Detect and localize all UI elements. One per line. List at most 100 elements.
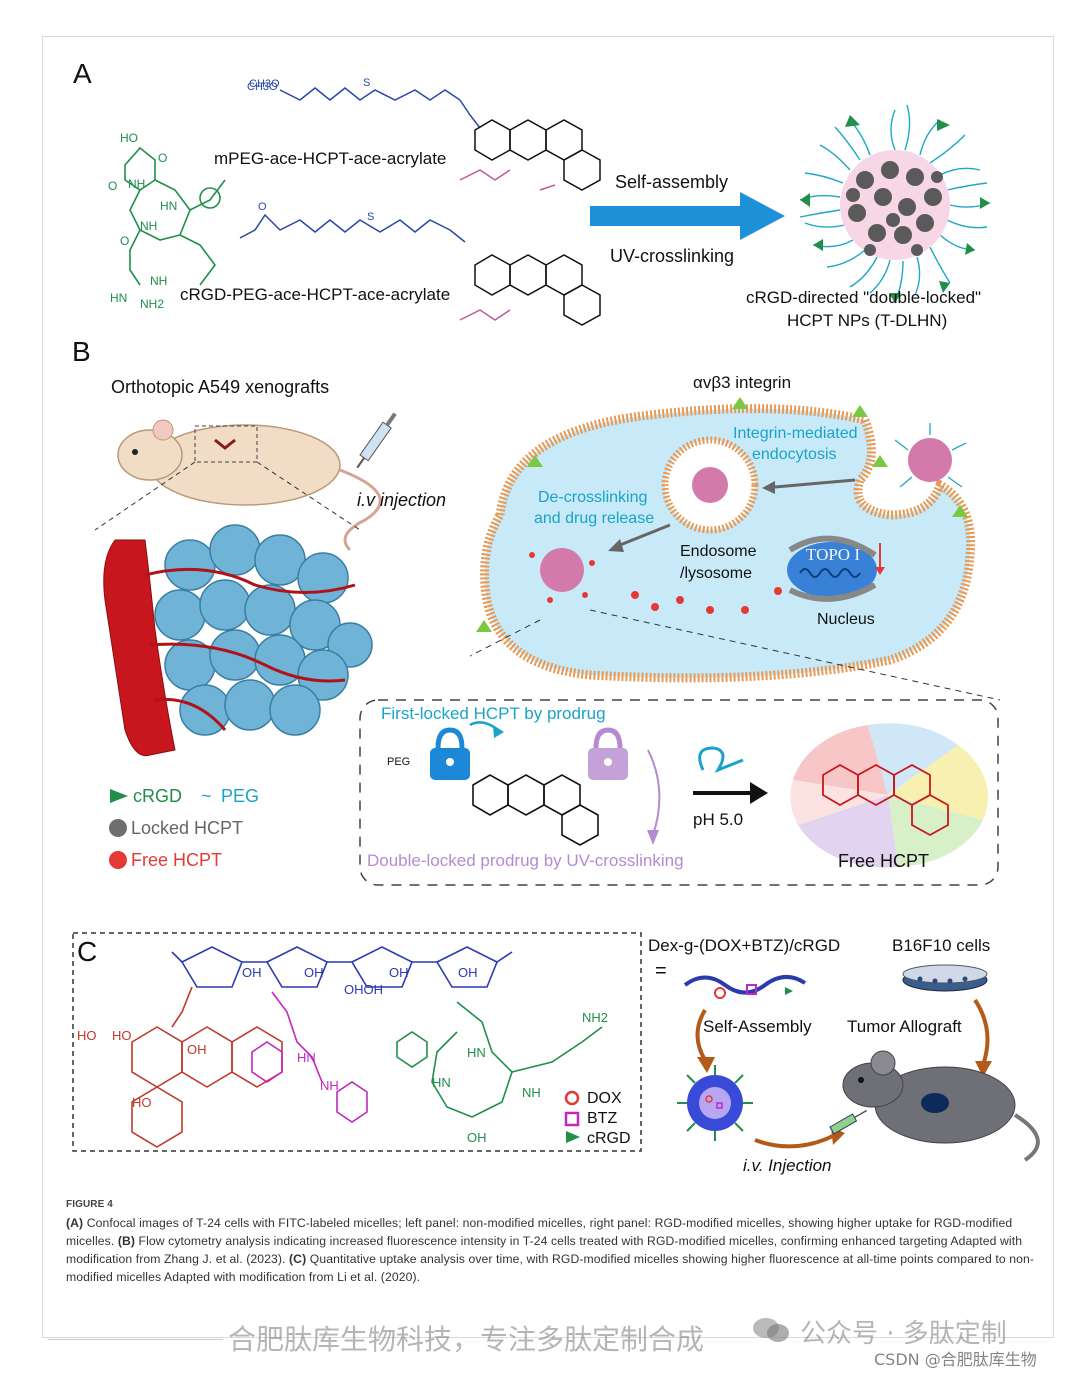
nucleus xyxy=(787,542,877,598)
mpeg-label: mPEG-ace-HCPT-ace-acrylate xyxy=(214,149,447,168)
legend-free: Free HCPT xyxy=(131,850,223,870)
legend-crgd-c: cRGD xyxy=(587,1130,631,1147)
first-locked-label: First-locked HCPT by prodrug xyxy=(381,704,606,723)
hcpt-core-bottom xyxy=(474,254,601,326)
endocytosis-label-1: Integrin-mediated xyxy=(733,425,858,442)
hcpt-skeleton xyxy=(472,774,599,846)
svg-text:O: O xyxy=(258,201,267,213)
lock-icon-purple xyxy=(588,727,628,780)
mouse-tumor-illustration xyxy=(95,412,397,757)
caption-b-text: Flow cytometry analysis indicating incre… xyxy=(66,1234,1023,1266)
endosome-label-1: Endosome xyxy=(680,543,757,560)
endosome-label-2: /lysosome xyxy=(680,565,753,582)
svg-text:OH: OH xyxy=(467,1130,487,1145)
crgd-legend-icon-c xyxy=(566,1131,580,1143)
caption-c-tag: (C) xyxy=(289,1252,307,1266)
svg-text:S: S xyxy=(367,211,374,223)
watermark-csdn: CSDN @合肥肽库生物 xyxy=(874,1350,1037,1369)
svg-text:HO: HO xyxy=(120,131,138,145)
free-hcpt-label: Free HCPT xyxy=(838,851,930,871)
micelle-sphere xyxy=(677,1065,753,1141)
locked-hcpt-icon xyxy=(109,819,127,837)
ch3o-label: CH3O xyxy=(249,78,280,90)
svg-text:O: O xyxy=(158,151,167,165)
panel-c-letter: C xyxy=(77,936,98,967)
equals-sign: = xyxy=(655,960,667,982)
panel-a-letter: A xyxy=(73,58,92,89)
svg-text:OH: OH xyxy=(458,965,478,980)
nucleus-label: Nucleus xyxy=(817,611,875,628)
watermark-rule xyxy=(48,1339,223,1340)
free-hcpt-icon xyxy=(109,851,127,869)
petri-dish-icon xyxy=(902,964,988,992)
wechat-icon xyxy=(752,1316,790,1344)
dex-label: Dex-g-(DOX+BTZ)/cRGD xyxy=(648,936,841,955)
xenograft-label: Orthotopic A549 xenografts xyxy=(111,377,330,397)
svg-text:CH3O: CH3O xyxy=(247,81,278,93)
decross-label-2: and drug release xyxy=(534,510,655,527)
figure-caption: FIGURE 4 (A) Confocal images of T-24 cel… xyxy=(66,1196,1034,1286)
legend-peg: PEG xyxy=(221,786,260,806)
svg-text:HN: HN xyxy=(432,1075,451,1090)
integrin-label: αvβ3 integrin xyxy=(693,373,792,392)
svg-text:NH: NH xyxy=(320,1078,339,1093)
svg-text:NH: NH xyxy=(522,1085,541,1100)
svg-text:NH: NH xyxy=(140,219,157,233)
dox-legend-icon xyxy=(564,1090,580,1106)
svg-text:NH2: NH2 xyxy=(582,1010,608,1025)
c-self-assembly-label: Self-Assembly xyxy=(703,1017,812,1036)
watermark-account: 公众号 · 多肽定制 xyxy=(800,1319,1007,1349)
peg-legend-icon: ~ xyxy=(201,786,212,806)
svg-text:NH2: NH2 xyxy=(140,297,164,311)
svg-text:HO: HO xyxy=(132,1095,152,1110)
panel-b-letter: B xyxy=(72,336,91,367)
free-hcpt-pie xyxy=(790,723,988,868)
svg-text:OH: OH xyxy=(304,965,324,980)
svg-text:HN: HN xyxy=(110,291,127,305)
self-assembly-label: Self-assembly xyxy=(615,172,729,192)
legend-locked: Locked HCPT xyxy=(131,818,244,838)
double-locked-label: Double-locked prodrug by UV-crosslinking xyxy=(367,851,684,870)
panel-b-legend-icons xyxy=(109,789,128,869)
crgd-legend-icon xyxy=(110,789,128,803)
released-nanoparticle xyxy=(540,548,584,592)
decross-label-1: De-crosslinking xyxy=(538,489,648,506)
svg-text:S: S xyxy=(363,77,370,89)
syringe-c-icon xyxy=(829,1109,868,1135)
caption-a-text: Confocal images of T-24 cells with FITC-… xyxy=(66,1216,1013,1248)
svg-text:OHOH: OHOH xyxy=(344,982,383,997)
b16-label: B16F10 cells xyxy=(892,936,991,955)
syringe-icon xyxy=(356,412,397,469)
svg-text:OH: OH xyxy=(187,1042,207,1057)
watermark-main: 合肥肽库生物科技，专注多肽定制合成 xyxy=(228,1323,705,1356)
caption-a-tag: (A) xyxy=(66,1216,84,1230)
svg-text:O: O xyxy=(120,234,129,248)
lock-icon-blue xyxy=(430,727,470,780)
svg-text:NH: NH xyxy=(128,177,145,191)
topo-label: TOPO I xyxy=(806,545,860,564)
mouse-icon xyxy=(117,419,382,552)
legend-btz: BTZ xyxy=(587,1110,618,1127)
panel-a-chemistry: HO O O NH HN NH O NH HN NH2 CH3O S S O xyxy=(108,77,991,326)
caption-b-tag: (B) xyxy=(117,1234,136,1248)
tumor-allograft-label: Tumor Allograft xyxy=(847,1017,962,1036)
ph-label: pH 5.0 xyxy=(693,810,744,829)
panel-c-structure-box: OH OH OHOH OH OH HO HO OH HO HN NH HN NH… xyxy=(72,932,642,1152)
product-label-line2: HCPT NPs (T-DLHN) xyxy=(787,311,948,330)
svg-text:NH: NH xyxy=(150,274,167,288)
legend-crgd: cRGD xyxy=(133,786,182,806)
svg-text:HO: HO xyxy=(112,1028,132,1043)
free-drug-dots xyxy=(529,552,782,614)
crgd-peptide-structure xyxy=(124,146,226,286)
product-label-line1: cRGD-directed "double-locked" xyxy=(746,288,982,307)
c-iv-injection-label: i.v. Injection xyxy=(743,1156,832,1175)
tumor-cells xyxy=(154,524,373,736)
svg-text:OH: OH xyxy=(242,965,262,980)
hcpt-core-top xyxy=(474,119,601,191)
assembly-arrow xyxy=(590,192,785,240)
svg-text:OH: OH xyxy=(389,965,409,980)
crgd-peg-label: cRGD-PEG-ace-HCPT-ace-acrylate xyxy=(180,285,451,304)
btz-legend-icon xyxy=(564,1111,580,1127)
prodrug-zoom-box xyxy=(359,699,999,886)
iv-injection-label: i.v injection xyxy=(357,490,447,510)
